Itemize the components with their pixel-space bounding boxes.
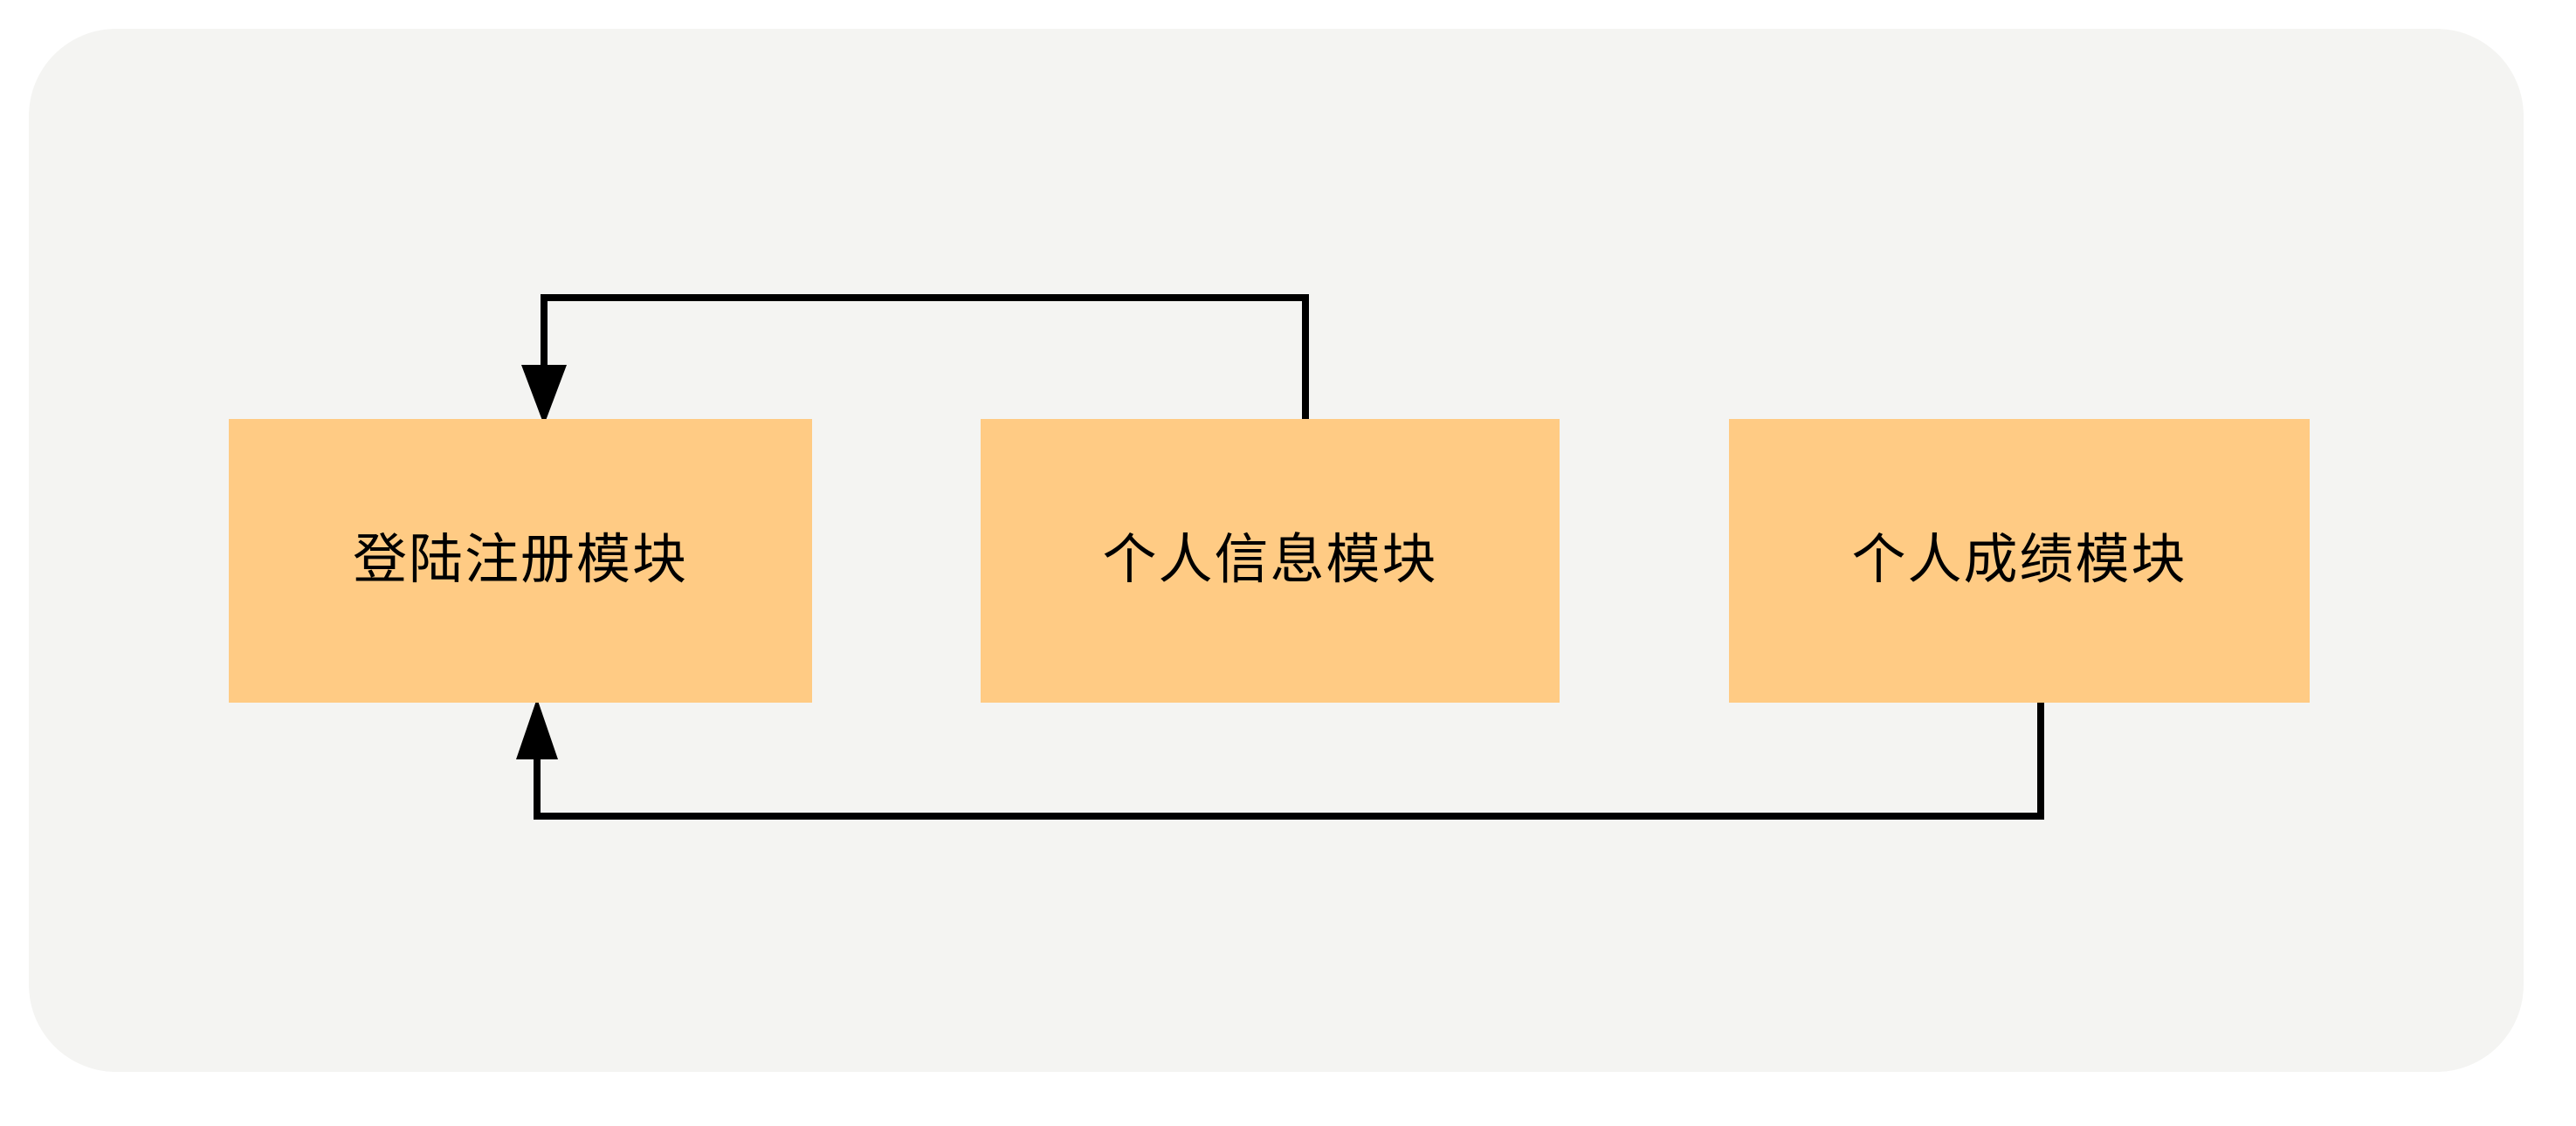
- node-login-register-module[interactable]: 登陆注册模块: [229, 419, 812, 703]
- node-personal-info-module-label: 个人信息模块: [1102, 530, 1438, 591]
- node-personal-info-module[interactable]: 个人信息模块: [981, 419, 1560, 703]
- node-personal-score-module-label: 个人成绩模块: [1851, 530, 2187, 591]
- node-login-register-module-label: 登陆注册模块: [352, 530, 688, 591]
- node-personal-score-module[interactable]: 个人成绩模块: [1729, 419, 2310, 703]
